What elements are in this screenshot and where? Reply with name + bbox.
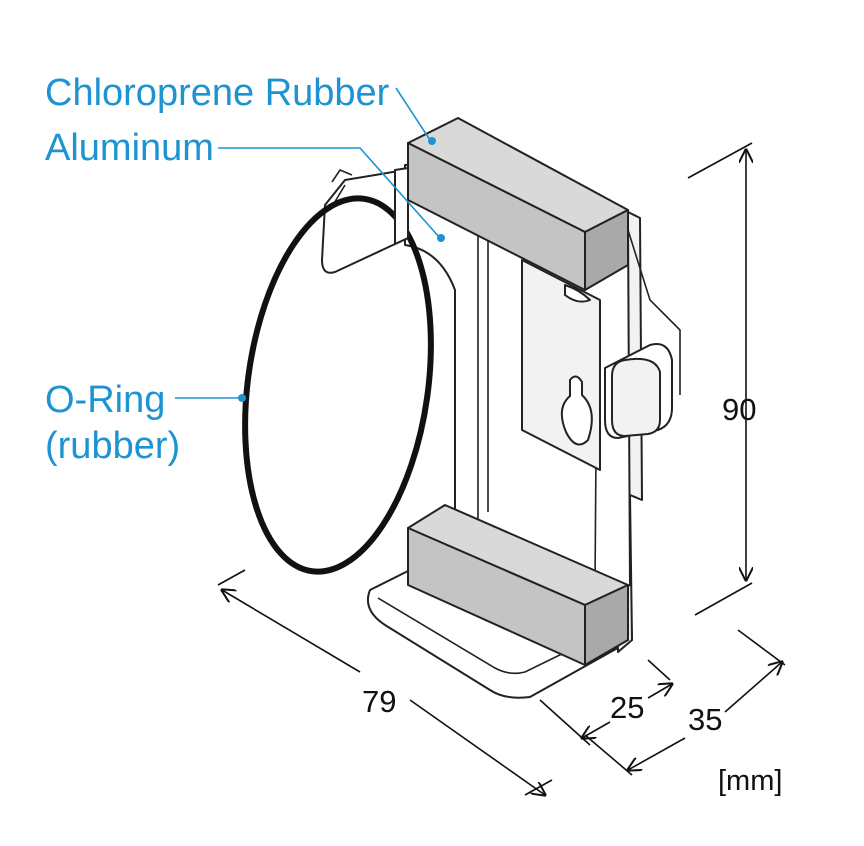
depth-value: 35 [688, 702, 722, 737]
inner-depth-value: 25 [610, 690, 644, 725]
width-value: 79 [362, 684, 396, 719]
width-dimension [217, 569, 553, 795]
aluminum-leader [218, 147, 441, 239]
chloroprene-rubber-label: Chloroprene Rubber [45, 72, 390, 114]
o-ring-sublabel: (rubber) [45, 425, 180, 467]
inner-depth-dimension [539, 659, 672, 746]
height-dimension [687, 142, 752, 616]
aluminum-leader-dot [437, 234, 445, 242]
chloroprene-rubber-bottom [407, 504, 629, 666]
aluminum-label: Aluminum [45, 127, 214, 169]
unit-label: [mm] [718, 765, 782, 797]
chloroprene-rubber-top [407, 117, 629, 291]
o-ring-label: O-Ring [45, 379, 165, 421]
chloroprene-leader [395, 87, 431, 141]
height-value: 90 [722, 392, 756, 427]
chloroprene-leader-dot [428, 137, 436, 145]
o-ring-leader-dot [238, 394, 246, 402]
depth-dimension [584, 629, 786, 776]
o-ring [242, 195, 434, 575]
